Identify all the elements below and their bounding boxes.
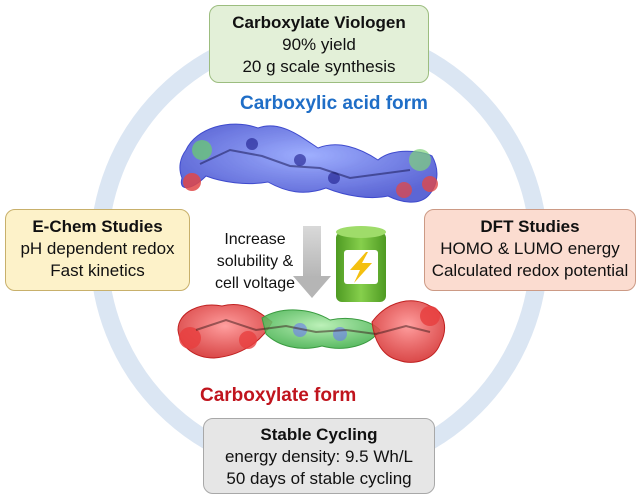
cycling-line-1: energy density: 9.5 Wh/L (224, 447, 414, 466)
echem-line-1: pH dependent redox (20, 239, 175, 258)
synthesis-line-1: 90% yield (282, 35, 356, 54)
echem-line-2: Fast kinetics (50, 261, 145, 280)
down-arrow-icon (293, 226, 331, 298)
carboxylic-acid-label: Carboxylic acid form (240, 93, 428, 114)
battery-icon (336, 226, 386, 302)
center-line-1: Increase (224, 231, 286, 248)
lightning-icon (350, 252, 372, 283)
center-caption: Increase solubility & cell voltage (210, 229, 300, 295)
center-line-3: cell voltage (214, 275, 296, 292)
cycling-title: Stable Cycling (260, 425, 378, 444)
dft-line-1: HOMO & LUMO energy (440, 239, 620, 258)
dft-title: DFT Studies (480, 217, 580, 236)
carboxylic-acid-molecule-icon (179, 123, 438, 203)
synthesis-title: Carboxylate Viologen (232, 13, 406, 32)
synthesis-line-2: 20 g scale synthesis (242, 57, 396, 76)
synthesis-box: Carboxylate Viologen 90% yield 20 g scal… (209, 5, 429, 83)
dft-line-2: Calculated redox potential (431, 261, 629, 280)
cycling-box: Stable Cycling energy density: 9.5 Wh/L … (203, 418, 435, 494)
cycling-line-2: 50 days of stable cycling (226, 469, 412, 488)
dft-box: DFT Studies HOMO & LUMO energy Calculate… (424, 209, 636, 291)
carboxylate-molecule-icon (177, 300, 446, 363)
echem-box: E-Chem Studies pH dependent redox Fast k… (5, 209, 190, 291)
center-line-2: solubility & (216, 253, 294, 270)
echem-title: E-Chem Studies (32, 217, 163, 236)
carboxylate-label: Carboxylate form (200, 385, 357, 406)
